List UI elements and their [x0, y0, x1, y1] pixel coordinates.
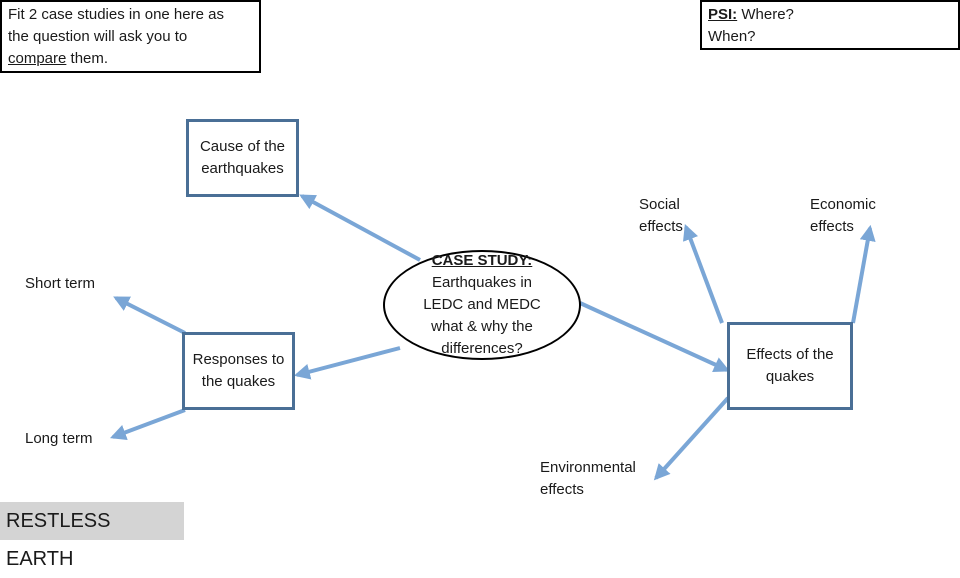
cause-line-1: Cause of the [199, 138, 286, 155]
psi-line-1: PSI: Where? [708, 4, 952, 26]
case-study-line-2: LEDC and MEDC [423, 296, 541, 313]
cause-box: Cause of the earthquakes [186, 119, 299, 197]
connector-arrows [110, 194, 876, 481]
responses-box: Responses to the quakes [182, 332, 295, 410]
arrow-to-environmental [653, 396, 730, 481]
cause-line-2: earthquakes [201, 160, 284, 177]
responses-line-2: the quakes [201, 373, 276, 390]
environmental-effects-label: Environmental effects [540, 457, 636, 501]
effects-line-2: quakes [765, 368, 815, 385]
case-study-line-3: what & why the [431, 318, 533, 335]
social-line-1: Social [639, 196, 680, 213]
psi-where: Where? [737, 6, 794, 23]
effects-box: Effects of the quakes [727, 322, 853, 410]
note-line-3: compare them. [8, 48, 253, 70]
psi-note: PSI: Where? When? [700, 0, 960, 50]
arrow-to-long-term [110, 408, 186, 440]
note-line-2: the question will ask you to [8, 28, 188, 45]
arrow-to-responses [293, 346, 401, 380]
case-study-line-1: Earthquakes in [431, 274, 533, 291]
case-study-ellipse: CASE STUDY: Earthquakes in LEDC and MEDC… [383, 250, 581, 360]
long-term-label: Long term [25, 430, 93, 447]
environmental-line-1: Environmental [540, 459, 636, 476]
case-study-title: CASE STUDY: [431, 252, 533, 269]
effects-line-1: Effects of the [746, 346, 834, 363]
case-studies-note: Fit 2 case studies in one here as the qu… [0, 0, 261, 73]
social-effects-label: Social effects [639, 194, 683, 238]
economic-line-1: Economic [810, 196, 876, 213]
short-term-label: Short term [25, 275, 96, 292]
compare-word: compare [8, 50, 67, 67]
arrow-to-short-term [113, 296, 186, 335]
arrow-to-economic [851, 224, 876, 324]
restless-earth-title: RESTLESS EARTH [0, 502, 184, 570]
arrow-to-effects [579, 301, 730, 372]
arrow-to-cause [299, 194, 421, 262]
note-line-3-rest: them. [66, 50, 109, 67]
environmental-line-2: effects [540, 481, 584, 498]
economic-effects-label: Economic effects [810, 194, 876, 238]
note-line-1: Fit 2 case studies in one here as [8, 6, 224, 23]
social-line-2: effects [639, 218, 683, 235]
case-study-line-4: differences? [441, 340, 523, 357]
arrow-to-social [683, 224, 724, 324]
economic-line-2: effects [810, 218, 854, 235]
responses-line-1: Responses to [192, 351, 285, 368]
psi-when: When? [708, 28, 756, 45]
psi-label: PSI: [708, 6, 738, 23]
